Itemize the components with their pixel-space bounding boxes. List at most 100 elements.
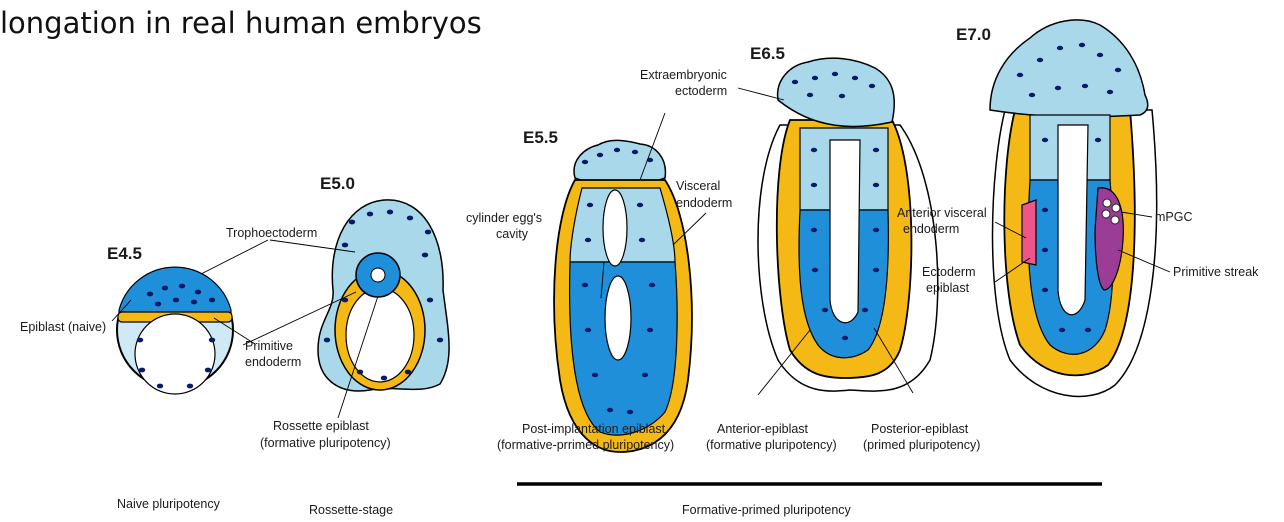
cell-nucleus xyxy=(1042,248,1048,252)
label-visceral-endoderm-1: Visceral xyxy=(676,179,720,193)
label-cylinder-cavity-1: cylinder egg's xyxy=(466,211,542,225)
cell-nucleus xyxy=(357,370,363,375)
cell-nucleus xyxy=(157,384,163,389)
e7-0-extraembryonic-cap xyxy=(990,20,1148,117)
cell-nucleus xyxy=(191,300,197,305)
cell-nucleus xyxy=(162,286,168,291)
cell-nucleus xyxy=(852,76,858,80)
cell-nucleus xyxy=(822,308,828,312)
label-posterior-epiblast-1: Posterior-epiblast xyxy=(871,422,969,436)
label-posterior-epiblast-2: (primed pluripotency) xyxy=(863,438,980,452)
cell-nucleus xyxy=(407,216,413,221)
cell-nucleus xyxy=(137,338,143,343)
cell-nucleus xyxy=(1059,328,1065,332)
label-anterior-visceral-2: endoderm xyxy=(903,222,959,236)
label-trophectoderm: Trophoectoderm xyxy=(226,226,317,240)
cell-nucleus xyxy=(811,228,817,232)
cell-nucleus xyxy=(324,338,330,343)
label-extraembryonic-1: Extraembryonic xyxy=(640,68,727,82)
cell-nucleus xyxy=(1115,68,1121,72)
stage-label-e7-0: E7.0 xyxy=(956,25,991,44)
e4-5-epiblast xyxy=(119,267,231,316)
label-primitive-endoderm-1: Primitive xyxy=(245,339,293,353)
cell-nucleus xyxy=(187,384,193,389)
cell-nucleus xyxy=(1085,328,1091,332)
cell-nucleus xyxy=(1107,90,1113,94)
label-ectoderm-epiblast-1: Ectoderm xyxy=(922,265,976,279)
e5-0-rosette-lumen xyxy=(371,268,385,282)
cell-nucleus xyxy=(342,243,348,248)
cell-nucleus xyxy=(582,160,588,164)
cell-nucleus xyxy=(811,148,817,152)
cell-nucleus xyxy=(1055,86,1061,90)
cell-nucleus xyxy=(639,238,645,242)
cell-nucleus xyxy=(812,76,818,80)
cell-nucleus xyxy=(1057,46,1063,50)
label-rossette-epiblast-1: Rossette epiblast xyxy=(273,419,369,433)
cell-nucleus xyxy=(842,336,848,340)
cell-nucleus xyxy=(387,210,393,215)
cell-nucleus xyxy=(179,284,185,289)
cell-nucleus xyxy=(1097,53,1103,57)
label-post-implantation-1: Post-implantation epiblast xyxy=(522,422,666,436)
cell-nucleus xyxy=(607,408,613,412)
cell-nucleus xyxy=(155,302,161,307)
e6-5-extraembryonic-cap xyxy=(778,58,895,126)
cell-nucleus xyxy=(205,368,211,373)
cell-nucleus xyxy=(582,283,588,287)
cell-nucleus xyxy=(642,373,648,377)
cell-nucleus xyxy=(647,328,653,332)
cell-nucleus xyxy=(873,148,879,152)
stage-label-e4-5: E4.5 xyxy=(107,244,142,263)
cell-nucleus xyxy=(585,328,591,332)
cell-nucleus xyxy=(173,298,179,303)
label-post-implantation-2: (formative-prrimed pluripotency) xyxy=(497,438,674,452)
cell-nucleus xyxy=(139,368,145,373)
cell-nucleus xyxy=(792,80,798,84)
cell-nucleus xyxy=(592,373,598,377)
cell-nucleus xyxy=(811,183,817,187)
embryo-e7-0 xyxy=(990,20,1157,397)
e7-0-anterior-visceral-endoderm xyxy=(1022,200,1036,265)
cell-nucleus xyxy=(425,230,431,235)
cell-nucleus xyxy=(405,370,411,375)
label-mpgc: mPGC xyxy=(1155,210,1193,224)
cell-nucleus xyxy=(367,212,373,217)
label-visceral-endoderm-2: endoderm xyxy=(676,196,732,210)
cell-nucleus xyxy=(209,298,215,303)
cell-nucleus xyxy=(873,183,879,187)
cell-nucleus xyxy=(1042,288,1048,292)
label-epiblast-naive: Epiblast (naive) xyxy=(20,320,106,334)
cell-nucleus xyxy=(585,238,591,242)
cell-nucleus xyxy=(632,150,638,154)
e5-0-inner-cavity xyxy=(346,288,414,382)
e5-5-upper-cavity xyxy=(603,190,627,266)
cell-nucleus xyxy=(1017,73,1023,77)
cell-nucleus xyxy=(1037,58,1043,62)
cell-nucleus xyxy=(637,203,643,207)
label-rossette-epiblast-2: (formative pluripotency) xyxy=(260,436,391,450)
cell-nucleus xyxy=(649,283,655,287)
cell-nucleus xyxy=(862,308,868,312)
label-ectoderm-epiblast-2: epiblast xyxy=(926,281,970,295)
cell-nucleus xyxy=(349,220,355,225)
embryo-e5-5 xyxy=(554,140,692,452)
cell-nucleus xyxy=(587,203,593,207)
cell-nucleus xyxy=(812,268,818,272)
embryo-e5-0 xyxy=(318,200,449,391)
cell-nucleus xyxy=(1029,93,1035,97)
label-cylinder-cavity-2: cavity xyxy=(496,227,529,241)
label-anterior-epiblast-2: (formative pluripotency) xyxy=(706,438,837,452)
cell-nucleus xyxy=(614,148,620,152)
e7-0-cavity xyxy=(1058,125,1088,315)
cell-nucleus xyxy=(869,84,875,88)
cell-nucleus xyxy=(839,94,845,98)
cell-nucleus xyxy=(1042,208,1048,212)
label-anterior-visceral-1: Anterior visceral xyxy=(897,206,987,220)
label-extraembryonic-2: ectoderm xyxy=(675,84,727,98)
cell-nucleus xyxy=(147,292,153,297)
cell-nucleus xyxy=(209,338,215,343)
cell-nucleus xyxy=(873,268,879,272)
cell-nucleus xyxy=(832,72,838,76)
